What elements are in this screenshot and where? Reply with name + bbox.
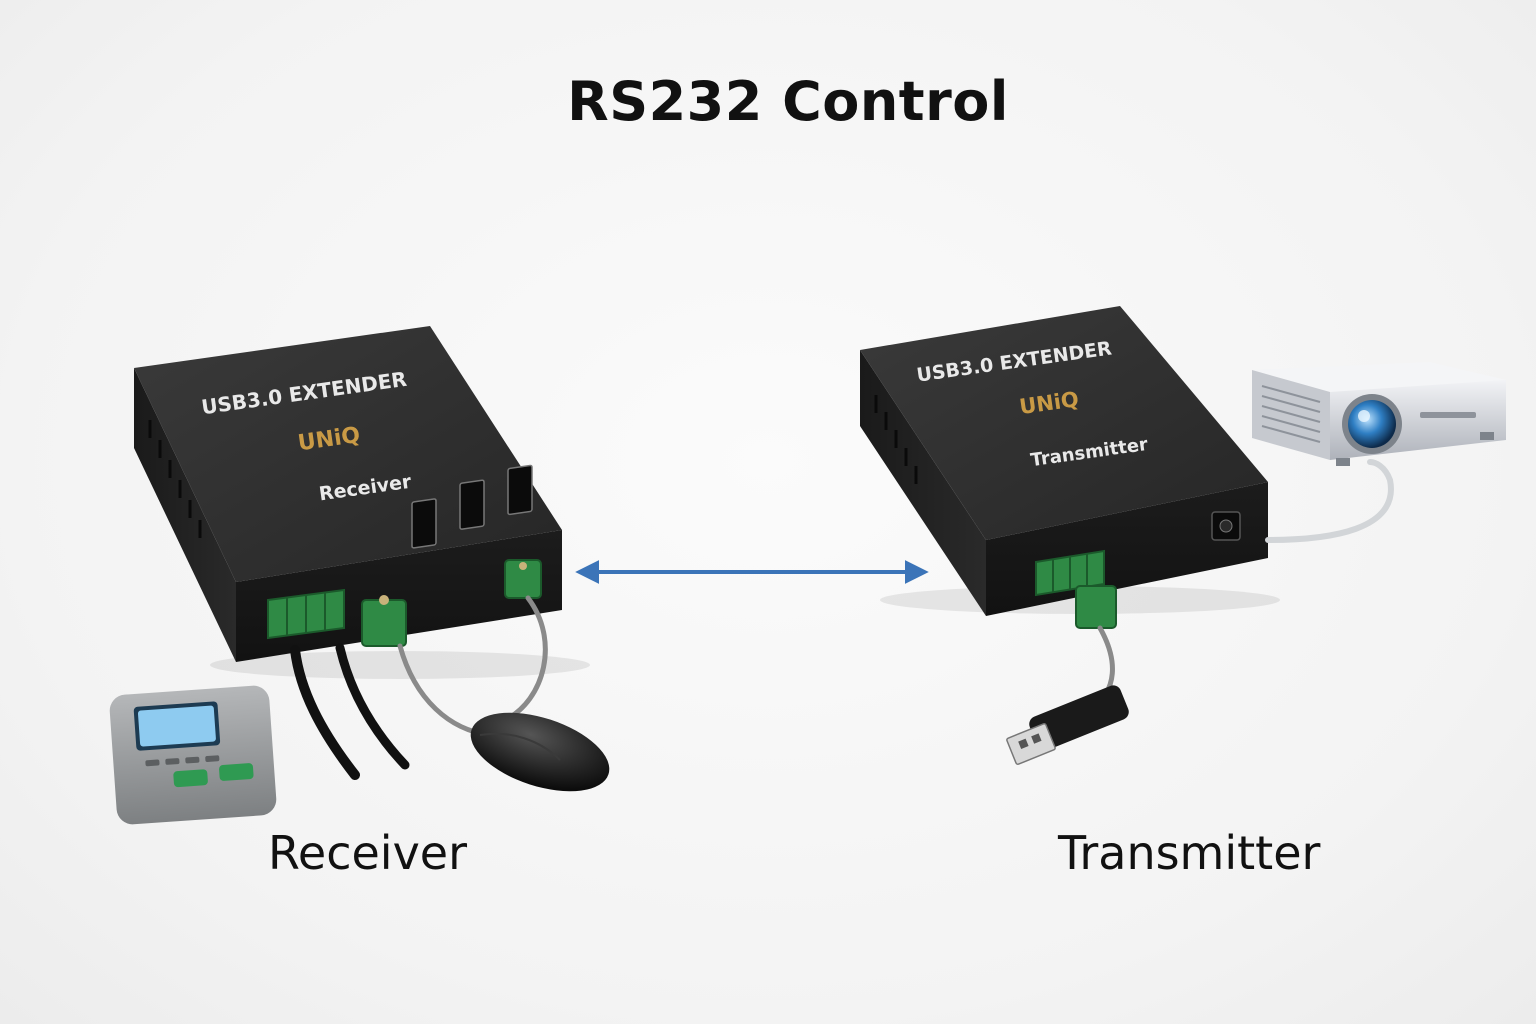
mouse-icon [470,712,610,792]
transmitter-terminal-block [1035,549,1105,597]
transmitter-device: USB3.0 EXTENDER UNiQ Transmitter [860,306,1280,629]
receiver-usb-ports [411,464,533,549]
receiver-caption: Receiver [268,826,468,880]
transmitter-db9-connector [1075,585,1117,629]
transmitter-power-jack [1211,511,1241,541]
usb-dongle-icon [1006,685,1129,765]
diagram-title: RS232 Control [567,70,1009,133]
receiver-terminal-block [267,588,345,640]
transmitter-caption: Transmitter [1058,826,1321,880]
receiver-db9-connectors [361,559,542,647]
receiver-device: USB3.0 EXTENDER UNiQ Receiver [134,326,590,679]
remote-control-icon [109,685,277,825]
projector-icon [1252,362,1506,466]
receiver-cables [290,595,548,780]
